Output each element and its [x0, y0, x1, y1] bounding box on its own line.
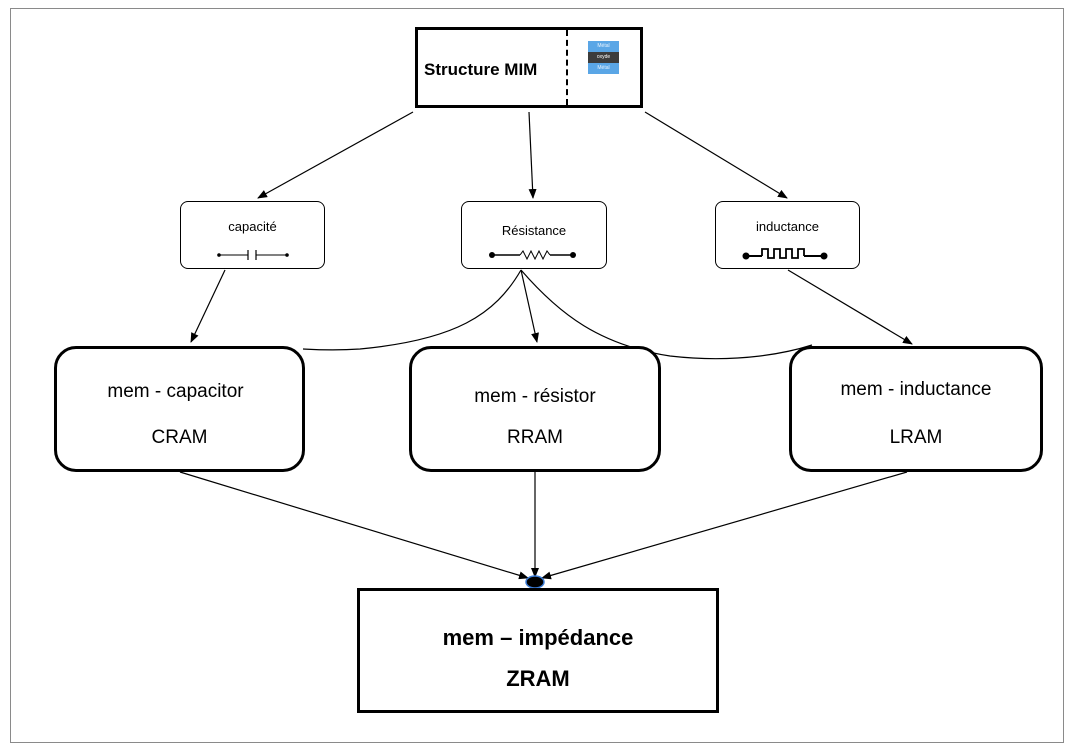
- mim-layer-metal-bottom: Métal: [588, 63, 619, 74]
- memory-box-cram: mem - capacitor CRAM: [54, 346, 305, 472]
- result-acronym: ZRAM: [506, 666, 570, 691]
- inductor-symbol-icon: [742, 248, 828, 260]
- component-box-capacite: capacité: [180, 201, 325, 269]
- arrow-mim-to-resistance: [528, 111, 537, 199]
- mim-layer-stack-icon: Métal oxyde Métal: [588, 41, 619, 74]
- component-label-capacite: capacité: [228, 219, 277, 234]
- arrow-cram-to-zram: [179, 471, 529, 580]
- arrow-inductance-to-lram: [787, 269, 913, 345]
- memory-name-cram: mem - capacitor: [107, 381, 244, 402]
- curve-resistance-to-cram: [302, 269, 522, 351]
- resistor-symbol-icon: [489, 249, 576, 261]
- diagram-frame: [10, 8, 1064, 743]
- capacitor-symbol-icon: [217, 250, 289, 260]
- memory-box-lram: mem - inductance LRAM: [789, 346, 1043, 472]
- mim-structure-box: Structure MIM Métal oxyde Métal: [415, 27, 643, 108]
- junction-node: [525, 575, 545, 589]
- memory-name-rram: mem - résistor: [474, 386, 596, 407]
- memory-name-lram: mem - inductance: [840, 379, 992, 400]
- mim-structure-title: Structure MIM: [424, 60, 538, 79]
- memory-acronym-lram: LRAM: [889, 427, 943, 448]
- component-label-inductance: inductance: [756, 219, 819, 234]
- component-box-inductance: inductance: [715, 201, 860, 269]
- mim-layer-oxide: oxyde: [588, 52, 619, 63]
- component-box-resistance: Résistance: [461, 201, 607, 269]
- arrow-capacite-to-cram: [190, 269, 226, 343]
- arrow-mim-to-inductance: [644, 111, 788, 199]
- memory-acronym-cram: CRAM: [151, 427, 208, 448]
- result-box-zram: mem – impédance ZRAM: [357, 588, 719, 713]
- arrow-mim-to-capacite: [257, 111, 414, 199]
- curve-resistance-to-lram: [520, 269, 813, 360]
- memory-box-rram: mem - résistor RRAM: [409, 346, 661, 472]
- memory-acronym-rram: RRAM: [507, 427, 563, 448]
- result-name: mem – impédance: [442, 625, 634, 650]
- arrow-lram-to-zram: [541, 471, 908, 580]
- mim-divider: [566, 30, 568, 105]
- mim-layer-metal-top: Métal: [588, 41, 619, 52]
- arrow-resistance-to-rram: [520, 269, 539, 343]
- component-label-resistance: Résistance: [501, 223, 567, 238]
